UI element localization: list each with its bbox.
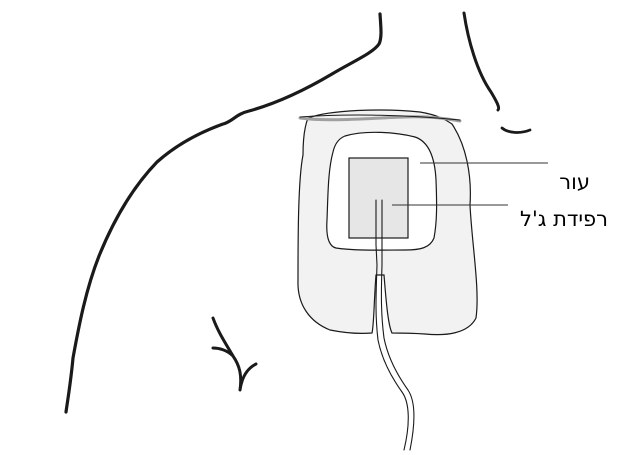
gel-pad <box>349 158 408 238</box>
label-skin: עור <box>559 172 590 193</box>
neck-outline <box>464 13 499 110</box>
label-gel-pad: רפידת ג'ל <box>520 209 608 230</box>
arm-crease <box>213 318 256 390</box>
collarbone-outline <box>502 128 530 132</box>
